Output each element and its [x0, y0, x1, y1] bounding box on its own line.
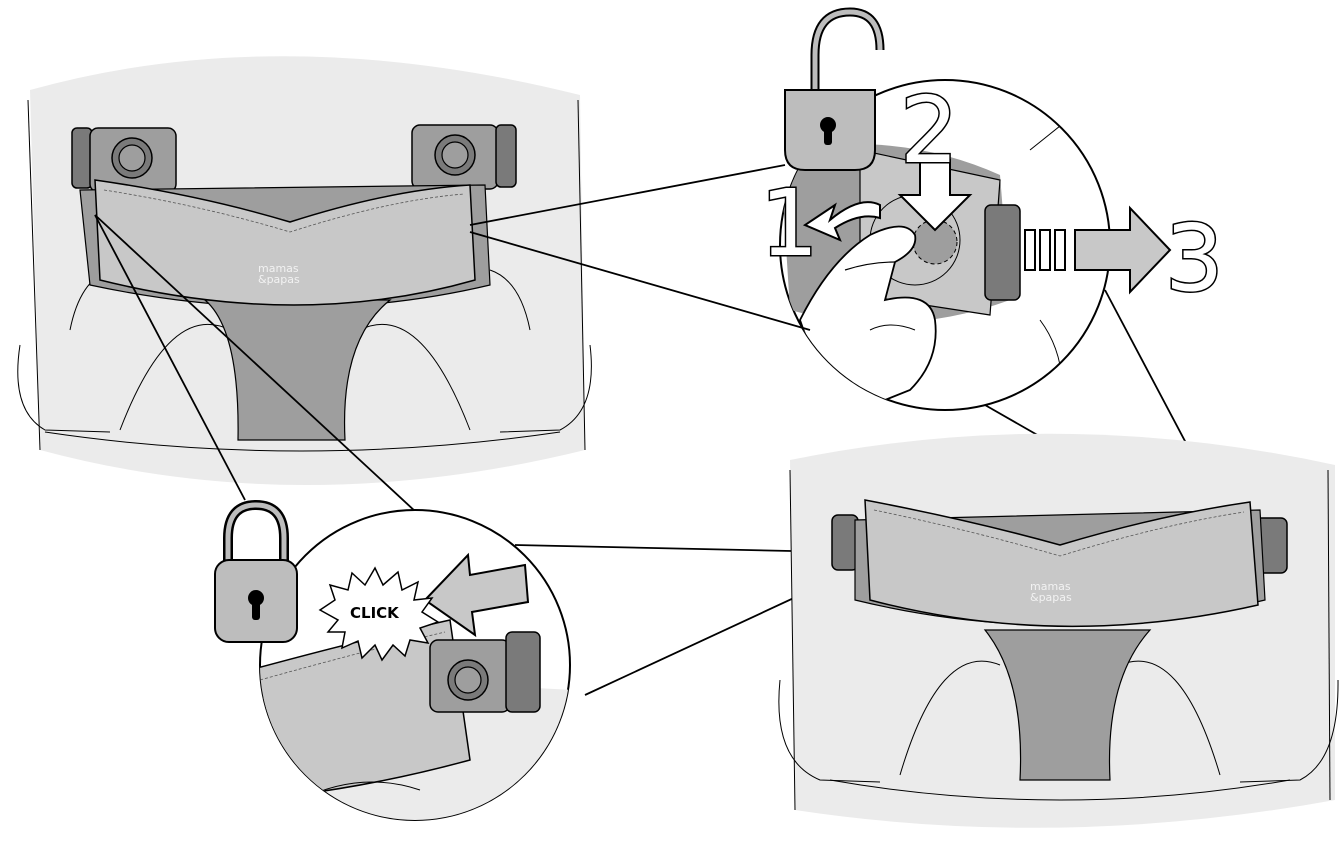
padlock-unlocked-icon: [784, 7, 885, 171]
step-2-label: 2: [900, 77, 959, 184]
panel-circle-unlock-steps: 1 2 3: [759, 7, 1225, 411]
step-1-label: 1: [760, 170, 819, 277]
panel-top-left-belt-overview: mamas &papas: [17, 56, 592, 485]
brand-text: &papas: [1030, 591, 1072, 604]
buckle-left: [71, 127, 177, 193]
padlock-locked-icon: [214, 499, 298, 643]
brand-text: mamas: [258, 262, 299, 275]
rotate-arrow-icon: [802, 201, 881, 242]
press-down-arrow-icon: [897, 159, 973, 232]
pull-out-arrow-icon: [1024, 205, 1172, 295]
panel-bottom-right-belt-fastened: mamas &papas: [778, 433, 1339, 828]
brand-text: &papas: [258, 273, 300, 286]
push-arrow-icon: [423, 552, 530, 638]
brand-text: mamas: [1030, 580, 1071, 593]
click-label: CLICK: [350, 604, 400, 622]
panel-circle-lock-click: CLICK: [214, 499, 571, 821]
click-burst-icon: CLICK: [318, 566, 440, 662]
buckle-right: [411, 124, 517, 190]
step-3-label: 3: [1165, 205, 1224, 312]
